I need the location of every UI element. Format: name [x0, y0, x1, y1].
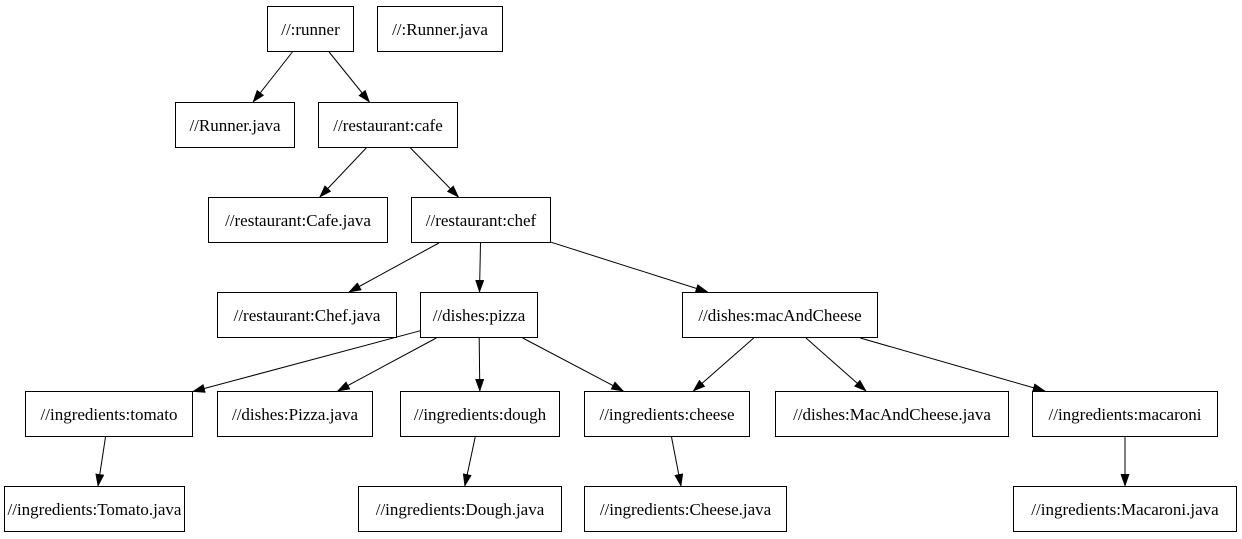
node-label: //ingredients:cheese [599, 404, 735, 424]
node-label: //dishes:macAndCheese [698, 305, 862, 325]
node-label: //ingredients:Dough.java [375, 499, 545, 519]
node-target-ingredients-dough: //ingredients:dough [400, 391, 560, 437]
node-label: //restaurant:Cafe.java [225, 210, 371, 230]
node-label: //restaurant:Chef.java [233, 305, 381, 325]
node-file-runner-java: //Runner.java [175, 102, 295, 148]
edge-target-runner-to-file-runner-java [252, 51, 293, 103]
node-file-ingredients-cheese-java: //ingredients:Cheese.java [584, 486, 787, 532]
node-target-restaurant-cafe: //restaurant:cafe [318, 102, 458, 148]
node-label: //dishes:Pizza.java [231, 404, 359, 424]
edge-target-restaurant-chef-to-file-restaurant-chef-java [348, 242, 440, 293]
node-target-runner: //:runner [267, 6, 354, 52]
edge-target-ingredients-tomato-to-file-ingredients-tomato-java [95, 436, 106, 487]
edge-target-ingredients-dough-to-file-ingredients-dough-java [462, 436, 476, 487]
edge-target-dishes-pizza-to-file-dishes-pizza-java [336, 337, 437, 392]
node-file-ingredients-macaroni-java: //ingredients:Macaroni.java [1013, 486, 1237, 532]
edge-target-dishes-macandcheese-to-target-ingredients-cheese [692, 337, 755, 392]
node-label: //dishes:MacAndCheese.java [793, 404, 991, 424]
edge-target-restaurant-chef-to-target-dishes-macandcheese [550, 241, 709, 293]
node-target-ingredients-tomato: //ingredients:tomato [25, 391, 193, 437]
node-target-dishes-pizza: //dishes:pizza [420, 292, 538, 338]
node-label: //ingredients:Cheese.java [599, 499, 772, 519]
node-label: //ingredients:Macaroni.java [1031, 499, 1219, 519]
node-label: //Runner.java [189, 115, 281, 135]
edge-target-dishes-macandcheese-to-file-dishes-macandcheese-java [805, 337, 867, 392]
node-label: //:runner [281, 19, 340, 39]
edge-target-restaurant-cafe-to-target-restaurant-chef [410, 147, 460, 198]
node-label: //:Runner.java [392, 19, 488, 39]
edge-target-dishes-pizza-to-target-ingredients-cheese [522, 337, 625, 392]
node-file-dishes-pizza-java: //dishes:Pizza.java [217, 391, 373, 437]
node-label: //ingredients:dough [413, 404, 547, 424]
node-label: //restaurant:cafe [333, 115, 443, 135]
edge-target-dishes-macandcheese-to-target-ingredients-macaroni [860, 337, 1046, 393]
node-file-ingredients-tomato-java: //ingredients:Tomato.java [4, 486, 185, 532]
edge-target-dishes-pizza-to-target-ingredients-dough [475, 337, 485, 392]
node-label: //restaurant:chef [425, 210, 537, 230]
node-target-restaurant-chef: //restaurant:chef [411, 197, 551, 243]
edge-target-dishes-pizza-to-target-ingredients-tomato [192, 330, 421, 393]
node-target-ingredients-macaroni: //ingredients:macaroni [1032, 391, 1218, 437]
edge-target-restaurant-cafe-to-file-restaurant-cafe-java [319, 147, 367, 198]
node-file-restaurant-cafe-java: //restaurant:Cafe.java [208, 197, 388, 243]
edge-target-runner-to-target-restaurant-cafe [328, 51, 371, 103]
node-label: //ingredients:Tomato.java [7, 499, 182, 519]
node-label: //ingredients:tomato [40, 404, 178, 424]
node-source-runner-java: //:Runner.java [377, 6, 503, 52]
node-file-ingredients-dough-java: //ingredients:Dough.java [358, 486, 562, 532]
node-file-restaurant-chef-java: //restaurant:Chef.java [217, 292, 397, 338]
node-target-dishes-macandcheese: //dishes:macAndCheese [682, 292, 878, 338]
node-label: //ingredients:macaroni [1048, 404, 1202, 424]
node-file-dishes-macandcheese-java: //dishes:MacAndCheese.java [775, 391, 1009, 437]
node-target-ingredients-cheese: //ingredients:cheese [584, 391, 750, 437]
edge-target-restaurant-chef-to-target-dishes-pizza [475, 242, 485, 293]
edge-target-ingredients-cheese-to-file-ingredients-cheese-java [671, 436, 684, 487]
node-label: //dishes:pizza [432, 305, 526, 325]
